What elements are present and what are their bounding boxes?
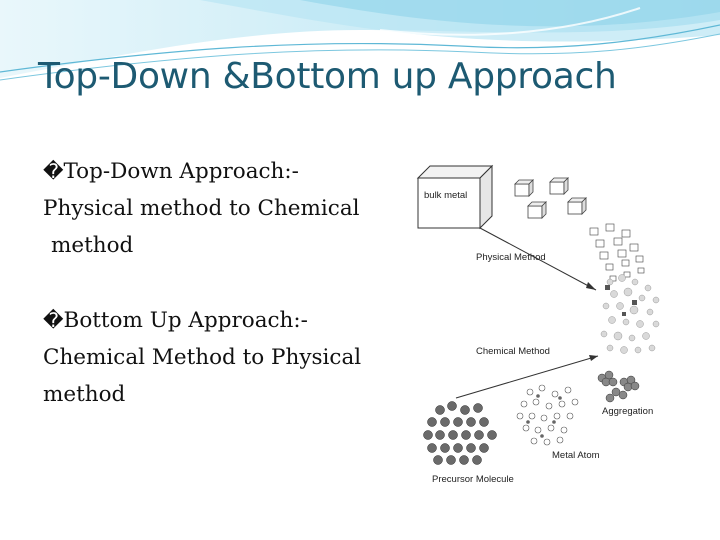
nanoparticles-cluster (600, 274, 660, 354)
small-cubes (589, 223, 645, 282)
bullet-top-down: �Top-Down Approach:- Physical method to … (43, 153, 388, 264)
bullet-bottom-up: �Bottom Up Approach:- Chemical Method to… (43, 302, 388, 413)
precursor-molecules (423, 401, 497, 465)
label-chemical-method: Chemical Method (476, 346, 550, 357)
aggregation-clusters (597, 370, 640, 403)
slide-title: Top-Down &Bottom up Approach (38, 56, 617, 97)
bullet-list: �Top-Down Approach:- Physical method to … (43, 153, 388, 451)
label-physical-method: Physical Method (476, 252, 546, 263)
medium-cubes (514, 177, 587, 219)
bullet-glyph: � (43, 308, 64, 332)
label-aggregation: Aggregation (602, 406, 653, 417)
chemical-method-arrow (455, 355, 599, 399)
header-banner (0, 0, 720, 81)
bullet-line: Chemical Method to Physical (43, 345, 362, 370)
bullet-heading: �Top-Down Approach:- (43, 159, 299, 184)
metal-atoms (516, 384, 579, 446)
label-bulk-metal: bulk metal (424, 190, 467, 201)
physical-method-arrow (479, 227, 597, 291)
label-precursor-molecule: Precursor Molecule (432, 474, 514, 485)
label-metal-atom: Metal Atom (552, 450, 600, 461)
bullet-line: Physical method to Chemical (43, 196, 360, 221)
bullet-line: method (43, 382, 126, 407)
bullet-line: method (51, 233, 134, 258)
bullet-heading: �Bottom Up Approach:- (43, 308, 308, 333)
bulk-metal-cube (416, 164, 494, 230)
nanoparticle-approach-diagram: bulk metal Physical Method Chemical Meth… (410, 160, 680, 490)
bullet-glyph: � (43, 159, 64, 183)
